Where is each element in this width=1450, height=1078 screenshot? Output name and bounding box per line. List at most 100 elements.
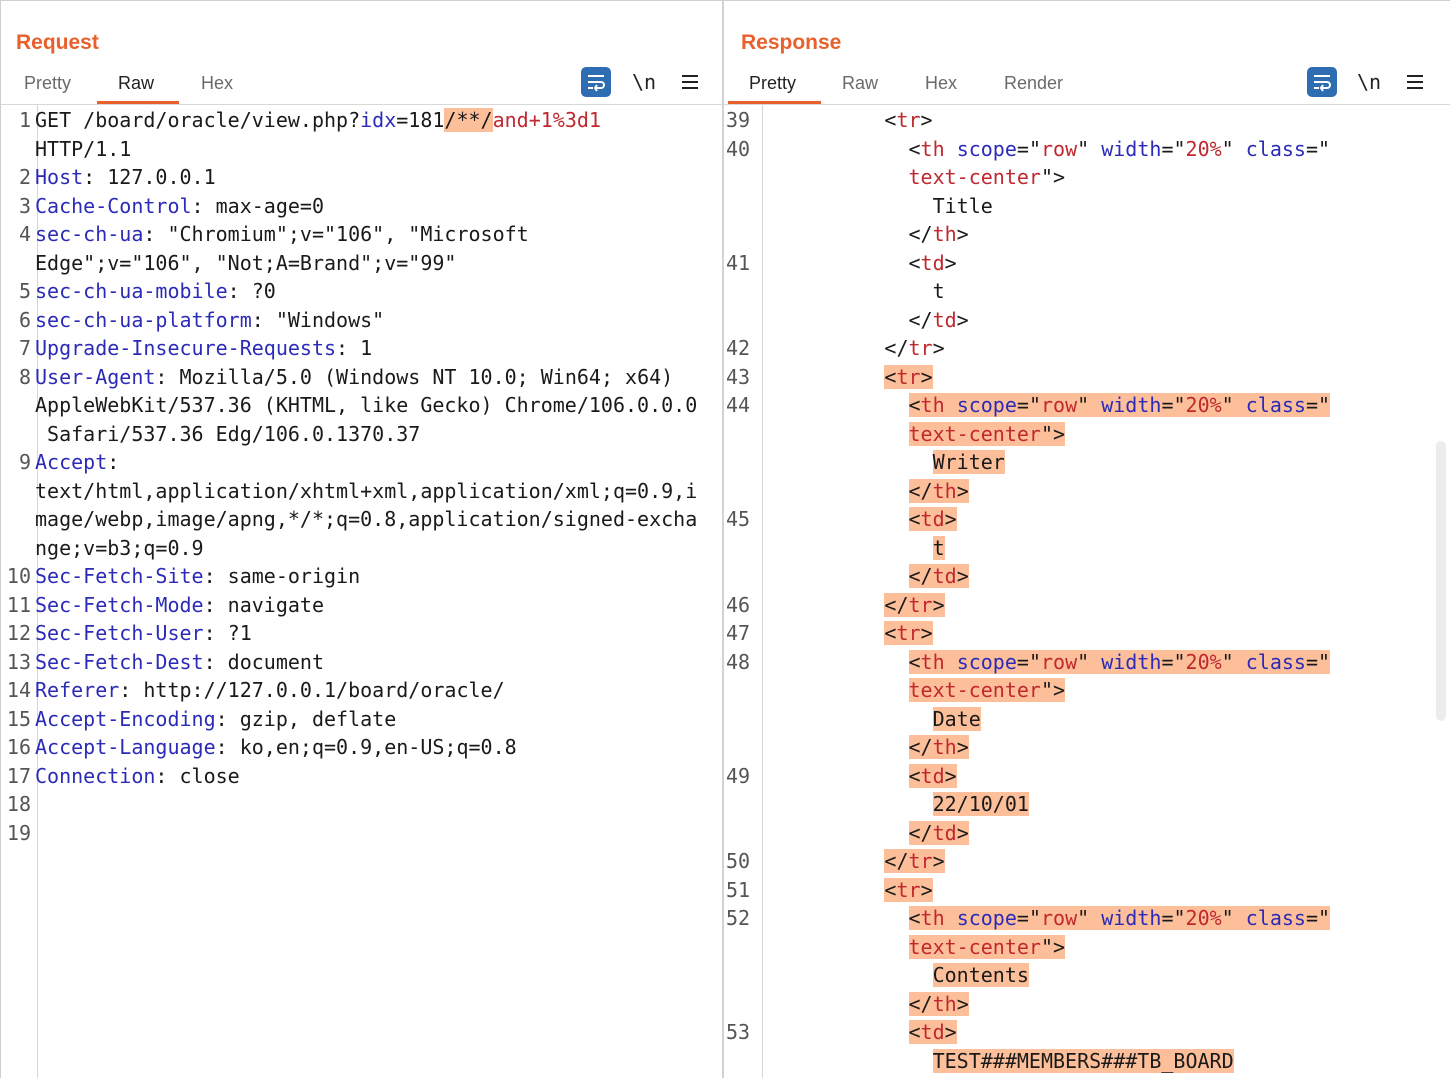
code-line: 40 <th scope="row" width="20%" class=" [724, 135, 1330, 164]
line-number [724, 277, 764, 306]
line-text: <td> [764, 762, 957, 791]
code-line: 42 </tr> [724, 334, 1330, 363]
line-number: 16 [6, 735, 31, 759]
request-wrap-button[interactable] [581, 67, 611, 97]
response-scrollbar[interactable] [1436, 441, 1446, 721]
line-text: Sec-Fetch-Mode: navigate [35, 591, 324, 620]
code-line: text-center"> [724, 933, 1330, 962]
line-number [724, 220, 764, 249]
code-token: "> [1040, 934, 1066, 959]
line-number: 7 [18, 336, 31, 360]
code-token: width [1101, 393, 1162, 417]
indent [764, 593, 884, 617]
line-text: </th> [764, 990, 969, 1019]
code-line: mage/webp,image/apng,*/*;q=0.8,applicati… [1, 505, 697, 534]
response-tab-render[interactable]: Render [1004, 73, 1064, 93]
line-text: Writer [764, 448, 1005, 477]
code-line: </th> [724, 477, 1330, 506]
request-menu-button[interactable] [675, 67, 705, 97]
code-token: =181 [396, 108, 445, 132]
line-number: 11 [6, 592, 31, 617]
response-editor[interactable]: 39 <tr>40 <th scope="row" width="20%" cl… [724, 106, 1331, 1075]
code-token: < [884, 364, 897, 389]
line-text: <td> [764, 249, 956, 278]
response-tab-hex[interactable]: Hex [925, 73, 958, 93]
code-token: " [1221, 649, 1246, 674]
code-token: HTTP/1.1 [35, 136, 132, 161]
response-menu-button[interactable] [1400, 67, 1430, 97]
response-wrap-button[interactable] [1307, 67, 1337, 97]
request-tab-pretty[interactable]: Pretty [24, 73, 72, 93]
code-token: tr [908, 849, 933, 873]
line-number: 39 [726, 108, 751, 132]
code-token: t [764, 279, 945, 303]
line-text: </td> [764, 819, 969, 848]
response-tab-pretty[interactable]: Pretty [749, 73, 797, 93]
line-text: </tr> [764, 847, 945, 876]
code-token: tr [896, 108, 921, 132]
code-token: : gzip, deflate [215, 706, 397, 731]
code-token: : http://127.0.0.1/board/oracle/ [119, 678, 505, 702]
response-newline-toggle[interactable]: \n [1356, 70, 1382, 94]
code-token: > [944, 507, 957, 531]
response-title: Response [741, 31, 842, 54]
code-line: </td> [724, 562, 1330, 591]
code-token: =" [1016, 136, 1041, 161]
code-token: : same-origin [203, 564, 361, 588]
request-gutter-divider [37, 105, 38, 1078]
code-token [944, 393, 957, 417]
code-token: sec-ch-ua-mobile [35, 279, 228, 303]
code-token: < [764, 250, 921, 275]
indent [764, 536, 933, 560]
indent [764, 707, 933, 731]
code-token: width [1101, 906, 1162, 930]
code-token: 20% [1185, 906, 1222, 930]
code-token: scope [956, 906, 1017, 930]
line-text: Title [764, 192, 993, 221]
code-token [945, 137, 957, 161]
code-token: < [908, 906, 921, 930]
indent [764, 792, 933, 816]
line-number [724, 933, 764, 962]
code-token: : "Chromium";v="106", "Microsoft [143, 222, 529, 246]
code-token: Title [764, 193, 993, 218]
line-number: 49 [726, 763, 751, 788]
code-line: text-center"> [724, 676, 1330, 705]
line-number: 47 [726, 621, 751, 645]
indent [764, 1049, 933, 1073]
code-token: =" [1016, 906, 1041, 930]
request-newline-toggle[interactable]: \n [631, 70, 657, 94]
code-line: t [724, 534, 1330, 563]
code-token: < [908, 507, 921, 531]
code-token: </ [908, 564, 933, 588]
indent [764, 422, 909, 446]
code-token: : 127.0.0.1 [83, 165, 216, 189]
line-number: 51 [726, 877, 751, 902]
code-token: Sec-Fetch-Dest [35, 649, 204, 674]
request-tab-hex[interactable]: Hex [201, 73, 234, 93]
indent [764, 365, 884, 389]
code-line: 51 <tr> [724, 876, 1330, 905]
line-number: 19 [6, 820, 31, 845]
code-token: scope [956, 649, 1017, 674]
line-number: 9 [18, 450, 31, 474]
code-token: tr [896, 621, 921, 645]
code-token: > [956, 820, 969, 845]
line-text: sec-ch-ua: "Chromium";v="106", "Microsof… [35, 220, 529, 249]
response-tab-raw[interactable]: Raw [842, 73, 879, 93]
code-token: > [920, 621, 933, 645]
code-token: td [920, 507, 945, 531]
line-text: Upgrade-Insecure-Requests: 1 [35, 334, 372, 363]
code-token: Cache-Control [35, 193, 192, 218]
pane-splitter[interactable] [722, 0, 724, 1078]
line-number: 50 [726, 849, 751, 873]
code-token: =" [1161, 136, 1186, 161]
code-token: </ [908, 735, 933, 759]
line-text: </th> [764, 220, 968, 249]
request-tab-raw[interactable]: Raw [118, 73, 155, 93]
